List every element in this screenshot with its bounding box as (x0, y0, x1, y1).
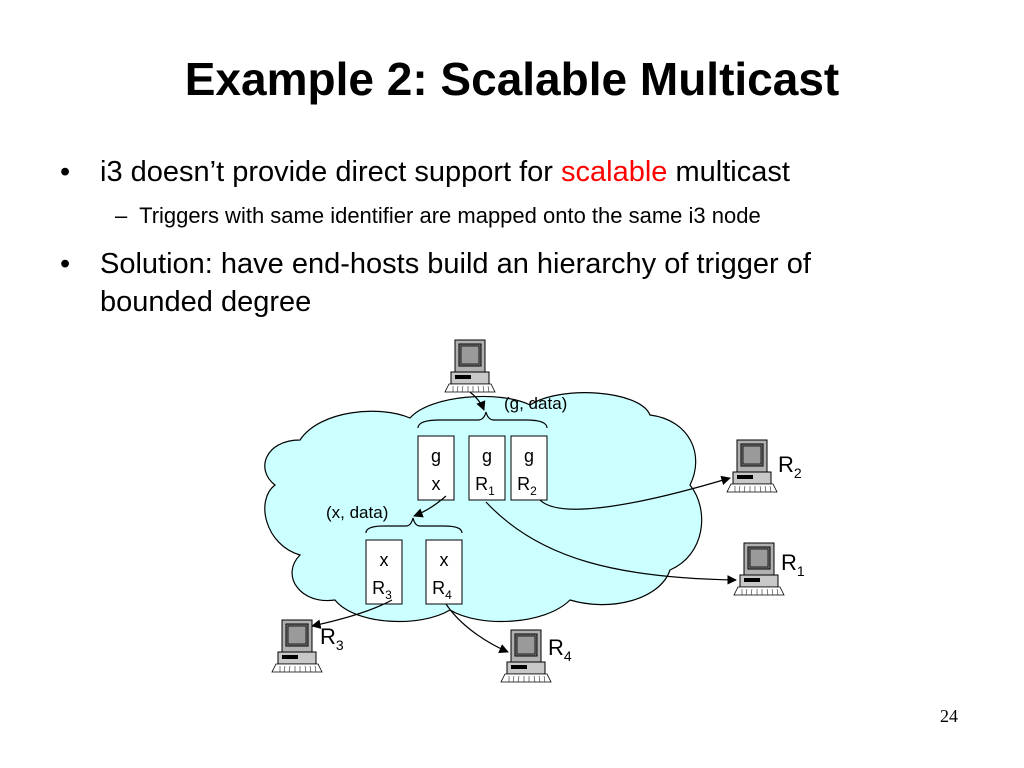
brace-mid (365, 517, 463, 534)
trigger-addr: R3 (372, 578, 392, 602)
receiver-name: R (781, 550, 797, 575)
page-number: 24 (940, 706, 958, 726)
receiver-r2-computer-icon (726, 439, 778, 493)
sub-bullet-1-text: Triggers with same identifier are mapped… (139, 203, 761, 228)
trigger-addr-name: R (475, 474, 488, 494)
trigger-addr: x (432, 474, 441, 494)
trigger-id: g (524, 446, 534, 466)
trigger-g-r1: g R1 (468, 435, 506, 501)
trigger-addr-name: R (372, 578, 385, 598)
sub-bullet-1: – Triggers with same identifier are mapp… (115, 203, 761, 229)
receiver-name: R (320, 624, 336, 649)
receiver-name: R (548, 635, 564, 660)
trigger-id: g (431, 446, 441, 466)
trigger-id: x (380, 550, 389, 570)
packet-label-top: (g, data) (504, 394, 567, 413)
trigger-g-x: g x (417, 435, 455, 501)
trigger-addr: R4 (432, 578, 452, 602)
arrow-to-r4 (445, 603, 509, 653)
receiver-r4-computer-icon (500, 629, 552, 683)
trigger-addr: R2 (517, 474, 537, 498)
trigger-addr-name: R (517, 474, 530, 494)
bullet-1-text-start: i3 doesn’t provide direct support for (100, 156, 562, 188)
packet-label-mid: (x, data) (326, 503, 388, 522)
bullet-1-text: i3 doesn’t provide direct support for sc… (100, 153, 790, 191)
trigger-addr-sub: 4 (445, 588, 452, 602)
bullet-glyph: • (60, 156, 71, 188)
trigger-addr-name: R (432, 578, 445, 598)
bullet-glyph: • (60, 248, 71, 280)
trigger-id: x (440, 550, 449, 570)
trigger-x-r4: x R4 (425, 539, 463, 605)
arrow-source-to-triggers (469, 391, 486, 411)
arrow-x-to-triggers (413, 495, 447, 518)
arrow-to-r1 (485, 501, 737, 585)
trigger-id: g (482, 446, 492, 466)
receiver-r3-computer-icon (271, 619, 323, 673)
receiver-r3-label: R3 (320, 624, 344, 653)
sub-bullet-glyph: – (115, 203, 128, 228)
brace-top (417, 411, 548, 429)
trigger-addr: R1 (475, 474, 495, 498)
source-computer-icon (444, 339, 496, 393)
receiver-r2-label: R2 (778, 452, 802, 481)
receiver-sub: 1 (797, 563, 805, 579)
trigger-addr-sub: 1 (488, 484, 495, 498)
receiver-sub: 2 (794, 465, 802, 481)
bullet-2-line-1: Solution: have end-hosts build an hierar… (100, 248, 811, 280)
receiver-r1-label: R1 (781, 550, 805, 579)
trigger-addr-sub: 3 (385, 588, 392, 602)
receiver-sub: 3 (336, 637, 344, 653)
bullet-1-text-end: multicast (667, 156, 790, 188)
receiver-r1-computer-icon (733, 542, 785, 596)
receiver-name: R (778, 452, 794, 477)
receiver-sub: 4 (564, 648, 572, 664)
bullet-1-highlight: scalable (561, 156, 668, 188)
trigger-g-r2: g R2 (510, 435, 548, 501)
bullet-2-line-2: bounded degree (100, 286, 312, 318)
receiver-r4-label: R4 (548, 635, 572, 664)
slide-title: Example 2: Scalable Multicast (184, 53, 840, 105)
trigger-addr-sub: 2 (530, 484, 537, 498)
arrow-to-r2 (539, 475, 731, 510)
arrow-to-r3 (311, 599, 393, 629)
trigger-x-r3: x R3 (365, 539, 403, 605)
